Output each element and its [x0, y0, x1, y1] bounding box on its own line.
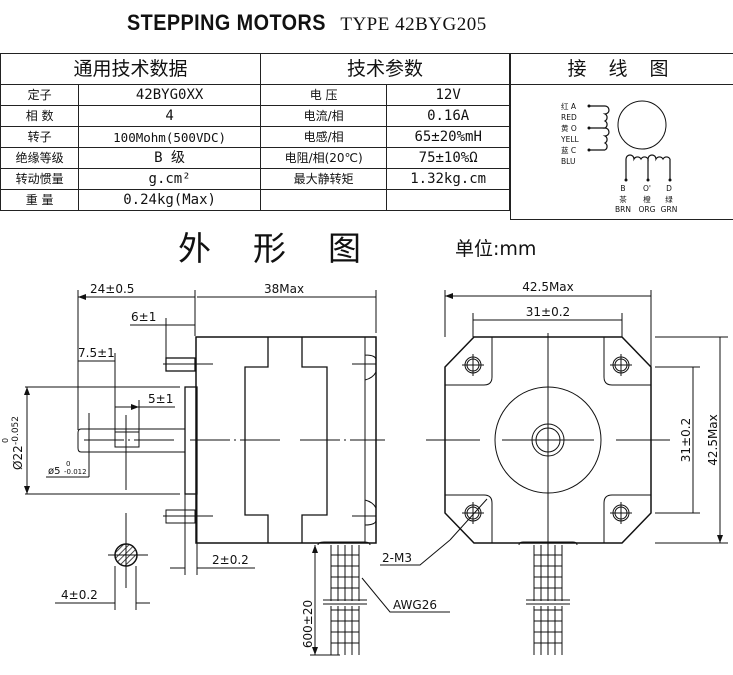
- front-dim-labels: 42.5Max 31±0.2 31±0.2 42.5Max: [522, 280, 720, 466]
- dim-flat-length: 5±1: [148, 392, 173, 406]
- dim-hole-pitch: 31±0.2: [526, 305, 570, 319]
- dim-pilot-dia: Ø22: [11, 445, 25, 470]
- param-label: 电阻/相(20℃): [259, 147, 388, 169]
- lead-wires: [323, 545, 367, 655]
- spec-label: 相 数: [0, 105, 80, 127]
- param-label: 电流/相: [259, 105, 388, 127]
- lead-cn: 茶: [619, 194, 627, 204]
- dim-boss: 6±1: [131, 310, 156, 324]
- lead-label-cn: 蓝 C: [561, 145, 576, 155]
- param-value: [386, 189, 510, 211]
- title-text: STEPPING MOTORS: [127, 10, 326, 35]
- lead-cn: 绿: [665, 195, 673, 204]
- spec-label: 重 量: [0, 189, 80, 211]
- mount-hole: [610, 502, 632, 524]
- page-title: STEPPING MOTORS TYPE 42BYG205: [127, 10, 487, 36]
- side-view: [24, 290, 451, 656]
- param-value: 1.32kg.cm: [386, 168, 510, 190]
- type-label: TYPE 42BYG205: [340, 14, 487, 35]
- side-dim-labels: 24±0.5 38Max 6±1 7.5±1 5±1 Ø22 -0.052 0 …: [1, 282, 437, 648]
- dim-pilot-tol-lower: -0.052: [11, 416, 21, 445]
- mount-hole: [462, 354, 484, 376]
- dim-shaft-length: 24±0.5: [90, 282, 134, 296]
- lead-label-cn: 红 A: [561, 101, 577, 111]
- dim-shaft-dia: ø5: [48, 466, 60, 477]
- front-view: [426, 290, 728, 655]
- dim-pilot-tol-upper: 0: [1, 438, 10, 443]
- dim-flat-width: 4±0.2: [61, 588, 98, 602]
- lead-en: ORG: [639, 205, 656, 214]
- lead-label-en: BLU: [561, 157, 575, 166]
- dim-flange: 2±0.2: [212, 553, 249, 567]
- wire-gauge: AWG26: [393, 598, 437, 612]
- mount-hole: [610, 354, 632, 376]
- lead-label-cn: 黄 O: [561, 123, 577, 133]
- lead-en: BRN: [615, 205, 631, 214]
- lead-letter: D: [666, 184, 672, 193]
- dim-shaft-tol-upper: 0: [66, 460, 70, 468]
- dim-lead-length: 600±20: [301, 600, 315, 648]
- dim-height: 42.5Max: [706, 414, 720, 466]
- unit-label: 单位:mm: [455, 238, 537, 260]
- lead-cn: 橙: [643, 194, 651, 204]
- rotor-circle: [617, 100, 667, 150]
- param-label: [259, 189, 388, 211]
- param-value: 65±20%mH: [386, 126, 510, 148]
- spec-value: 0.24kg(Max): [78, 189, 261, 211]
- coil-bottom: [625, 154, 671, 180]
- lead-en: GRN: [661, 205, 678, 214]
- drawing-title: 外形图: [178, 229, 403, 268]
- coil-left: [589, 105, 610, 151]
- dim-hole-pitch-vertical: 31±0.2: [679, 418, 693, 462]
- lead-letter: B: [620, 184, 625, 193]
- dim-width: 42.5Max: [522, 280, 574, 294]
- dim-flat-start: 7.5±1: [78, 346, 115, 360]
- param-label: 电感/相: [259, 126, 388, 148]
- wiring-header: 接 线 图: [511, 54, 733, 85]
- lead-letter: O': [643, 184, 651, 193]
- lead-label-en: YELL: [560, 135, 579, 144]
- dim-body-length: 38Max: [264, 282, 304, 296]
- param-value: 0.16A: [386, 105, 510, 127]
- lead-wires: [526, 545, 570, 655]
- lead-label-en: RED: [561, 113, 577, 122]
- spec-value: 100Mohm(500VDC): [78, 126, 261, 148]
- tech-header: 技术参数: [259, 53, 511, 85]
- dim-shaft-tol-lower: -0.012: [64, 468, 87, 476]
- mount-holes: 2-M3: [382, 551, 412, 565]
